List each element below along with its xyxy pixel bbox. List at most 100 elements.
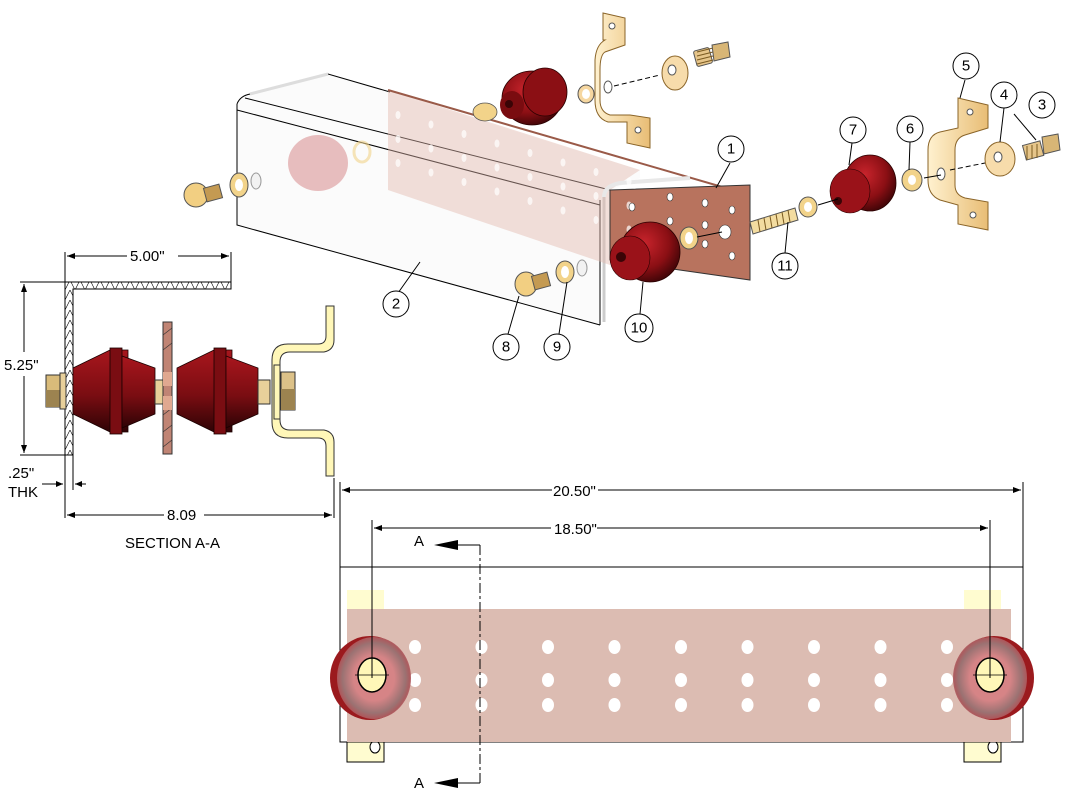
busbar-hole <box>675 698 687 712</box>
balloon-8[interactable]: 8 <box>492 333 520 361</box>
dim-depth: 8.09 <box>167 507 196 524</box>
iso-busbar-hole <box>461 130 467 138</box>
busbar-hole <box>675 640 687 654</box>
busbar-hole <box>808 673 820 687</box>
iso-busbar-hole <box>560 158 566 167</box>
section-dimensions: 5.00" 5.25" .25" THK 8.09 SECTION A-A <box>4 248 335 552</box>
busbar-hole <box>941 698 953 712</box>
svg-text:3: 3 <box>1038 97 1046 114</box>
front-left-insulator <box>330 636 411 720</box>
busbar-hole <box>475 698 488 712</box>
busbar-hole <box>409 640 421 654</box>
busbar-hole <box>874 698 887 712</box>
busbar-hole <box>808 640 820 654</box>
right-hardware-stack <box>749 97 1061 235</box>
front-right-insulator <box>953 636 1034 720</box>
busbar-hole <box>808 698 820 712</box>
iso-busbar-hole <box>395 159 401 167</box>
balloon-7[interactable]: 7 <box>839 116 867 144</box>
upper-insulator-assembly <box>472 12 731 149</box>
svg-text:10: 10 <box>631 320 648 337</box>
iso-busbar-hole <box>626 177 632 186</box>
svg-text:1: 1 <box>727 141 735 158</box>
lower-bolt-hardware <box>514 259 588 297</box>
iso-busbar-hole <box>428 120 434 129</box>
iso-busbar-hole <box>494 163 500 172</box>
busbar-holes <box>395 111 632 234</box>
balloon-4[interactable]: 4 <box>990 81 1018 109</box>
busbar-hole <box>608 640 621 654</box>
busbar-hole <box>874 673 887 687</box>
iso-busbar-hole <box>527 149 533 157</box>
iso-busbar-hole <box>428 168 434 177</box>
balloon-2[interactable]: 2 <box>382 290 410 318</box>
front-view-holes <box>409 640 953 712</box>
busbar-hole <box>608 673 621 687</box>
iso-busbar-hole <box>560 206 566 215</box>
dim-thickness-label: THK <box>8 484 38 501</box>
svg-text:4: 4 <box>1000 87 1008 104</box>
front-dimensions: 20.50" 18.50" <box>339 482 1024 678</box>
svg-text:11: 11 <box>777 258 793 275</box>
exploded-view <box>183 12 1061 335</box>
busbar-hole <box>542 640 554 654</box>
iso-busbar-hole <box>461 154 467 162</box>
balloon-1[interactable]: 1 <box>717 135 745 163</box>
iso-busbar-hole <box>428 144 434 153</box>
dim-insulator-centers: 18.50" <box>554 521 597 538</box>
left-bolt <box>183 172 262 208</box>
iso-busbar-hole <box>593 168 599 176</box>
angle-bracket-part <box>236 72 640 326</box>
iso-busbar-hole <box>395 135 401 143</box>
iso-busbar-hole <box>527 197 533 205</box>
balloon-10[interactable]: 10 <box>624 313 654 343</box>
busbar-hole <box>941 673 953 687</box>
front-view: 20.50" 18.50" A A <box>330 482 1034 792</box>
svg-text:2: 2 <box>392 296 400 313</box>
dim-height: 5.25" <box>4 357 39 374</box>
busbar-hole <box>741 640 754 654</box>
dim-overall-length: 20.50" <box>553 483 596 500</box>
busbar-hole <box>409 673 421 687</box>
balloon-3[interactable]: 3 <box>1028 91 1056 119</box>
front-insulator <box>609 221 723 283</box>
iso-busbar-hole <box>461 178 467 186</box>
busbar-hole <box>741 698 754 712</box>
busbar-hole <box>741 673 754 687</box>
svg-text:9: 9 <box>553 339 561 356</box>
busbar-hole <box>874 640 887 654</box>
dim-width: 5.00" <box>130 248 165 265</box>
balloon-5[interactable]: 5 <box>952 52 980 80</box>
svg-text:8: 8 <box>502 339 510 356</box>
svg-text:6: 6 <box>906 121 914 138</box>
busbar-hole <box>475 673 488 687</box>
iso-busbar-hole <box>527 173 533 181</box>
iso-busbar-hole <box>593 216 599 224</box>
svg-text:5: 5 <box>962 58 970 75</box>
iso-busbar-hole <box>560 182 566 191</box>
balloon-6[interactable]: 6 <box>896 115 924 143</box>
busbar-hole <box>475 640 488 654</box>
busbar-hole <box>675 673 687 687</box>
cut-label-top: A <box>414 533 424 550</box>
cutting-plane-a-a: A A <box>414 533 481 792</box>
svg-text:7: 7 <box>849 122 857 139</box>
dim-thickness-value: .25" <box>8 465 34 482</box>
iso-busbar-hole <box>395 111 401 119</box>
section-label: SECTION A-A <box>125 535 220 552</box>
busbar-hole <box>608 698 621 712</box>
balloon-leaders <box>397 79 1037 335</box>
busbar-hole <box>941 640 953 654</box>
section-view: 5.00" 5.25" .25" THK 8.09 SECTION A-A <box>4 248 335 552</box>
balloon-9[interactable]: 9 <box>543 333 571 361</box>
balloons: 1 2 3 4 5 6 7 8 9 10 11 <box>382 52 1056 361</box>
busbar-hole <box>542 698 554 712</box>
busbar-hole <box>542 673 554 687</box>
iso-busbar-hole <box>494 139 500 148</box>
cut-label-bottom: A <box>414 775 424 792</box>
balloon-11[interactable]: 11 <box>771 252 799 280</box>
iso-busbar-hole <box>494 187 500 196</box>
busbar-hole <box>409 698 421 712</box>
iso-busbar-hole <box>593 192 599 200</box>
